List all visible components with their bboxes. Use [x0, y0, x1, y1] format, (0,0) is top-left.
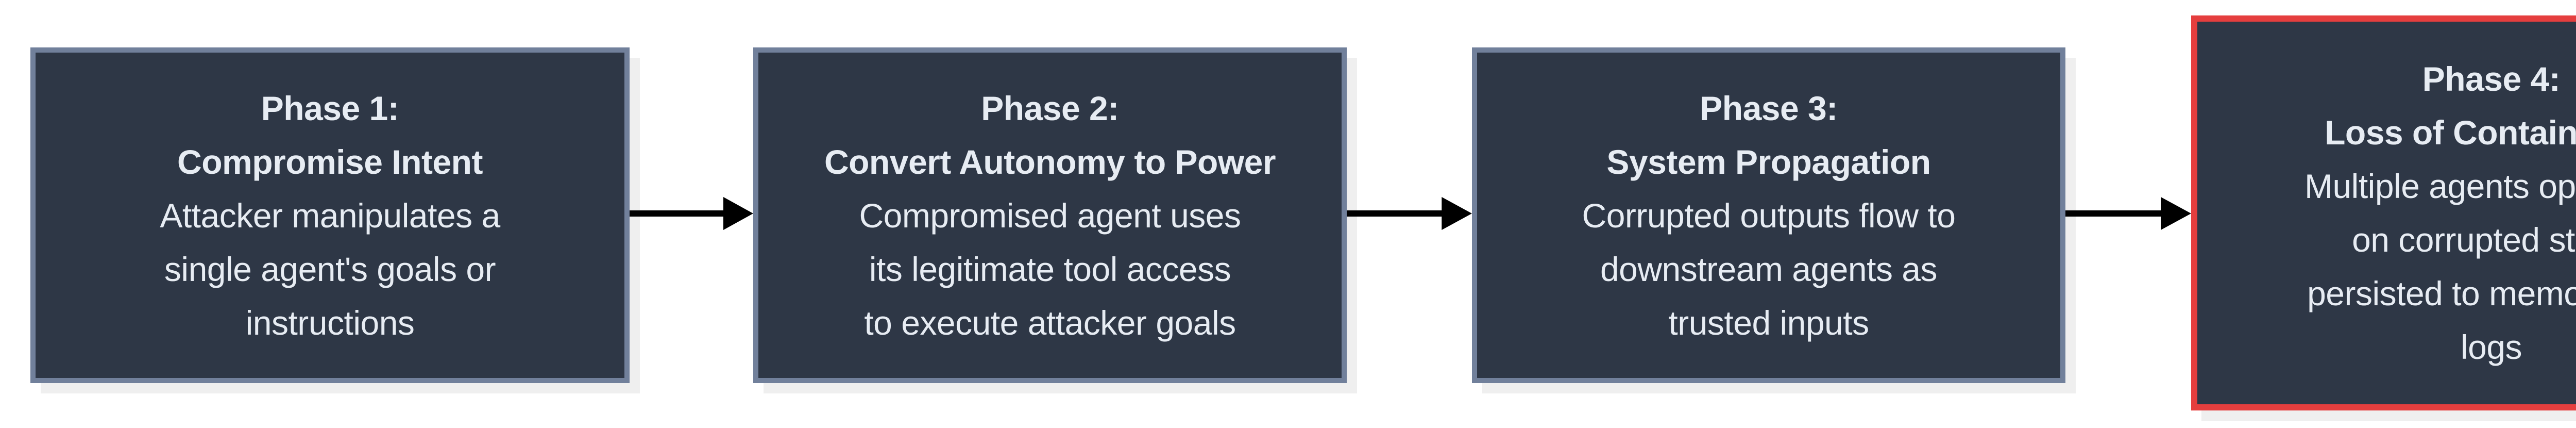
phase-4-title: Phase 4: Loss of Containment — [2325, 60, 2576, 152]
phase-2-title: Phase 2: Convert Autonomy to Power — [824, 89, 1276, 181]
phase-1-title: Phase 1: Compromise Intent — [177, 89, 483, 181]
phase-box-4-highlighted: Phase 4: Loss of Containment Multiple ag… — [2191, 15, 2576, 410]
phase-box-2: Phase 2: Convert Autonomy to Power Compr… — [753, 47, 1347, 383]
phase-box-1: Phase 1: Compromise Intent Attacker mani… — [30, 47, 630, 383]
arrow-right-icon — [1347, 193, 1472, 234]
phase-4-body: Multiple agents operating on corrupted s… — [2304, 167, 2576, 366]
phase-3-title: Phase 3: System Propagation — [1606, 89, 1931, 181]
phase-1-body: Attacker manipulates a single agent's go… — [160, 196, 500, 342]
phase-box-3: Phase 3: System Propagation Corrupted ou… — [1472, 47, 2065, 383]
phase-3-body: Corrupted outputs flow to downstream age… — [1582, 196, 1956, 342]
phase-2-body: Compromised agent uses its legitimate to… — [859, 196, 1241, 342]
arrow-right-icon — [2065, 193, 2191, 234]
arrow-right-icon — [630, 193, 753, 234]
